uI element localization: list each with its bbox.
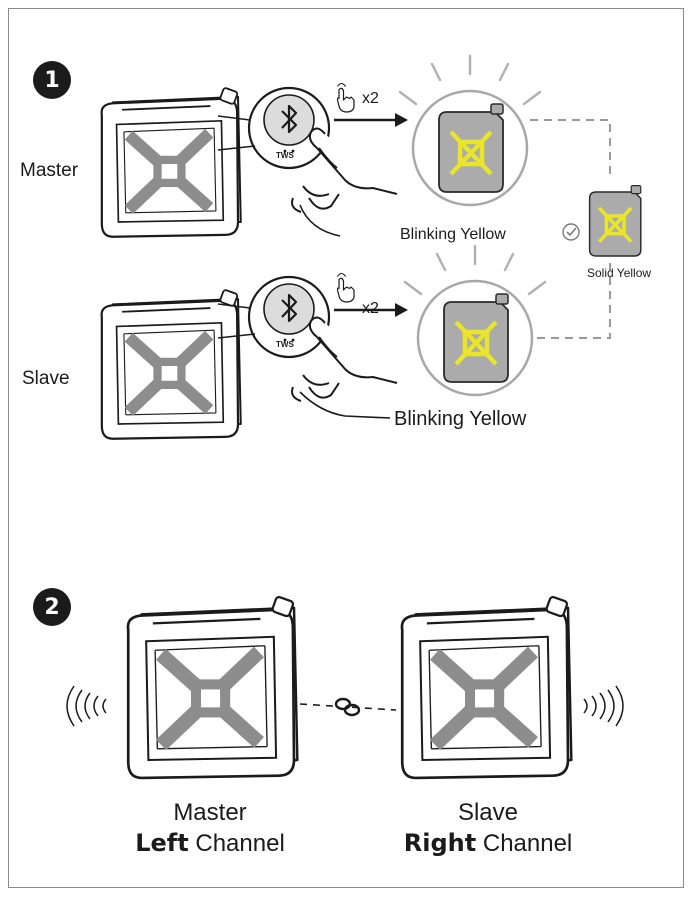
slave-led-blinking bbox=[403, 244, 547, 397]
manual-frame bbox=[8, 8, 684, 888]
slave-callout-line bbox=[299, 391, 391, 419]
left-speaker-role: Master Left Channel bbox=[110, 798, 310, 859]
check-icon bbox=[562, 223, 580, 241]
master-press-count: x2 bbox=[362, 90, 379, 107]
slave-bluetooth-button bbox=[217, 275, 399, 403]
master-led-blinking bbox=[398, 54, 542, 207]
tws-link-icon bbox=[299, 697, 397, 717]
left-channel-bold: Left bbox=[135, 829, 189, 857]
master-tws-label: TWS bbox=[276, 151, 294, 160]
solid-status-label: Solid Yellow bbox=[587, 266, 652, 280]
master-callout-line bbox=[299, 204, 341, 237]
slave-status-label: Blinking Yellow bbox=[394, 408, 527, 430]
right-sound-waves-icon bbox=[583, 685, 624, 727]
slave-double-press-icon bbox=[336, 272, 355, 303]
solid-yellow-speaker bbox=[587, 183, 643, 258]
step-1-number: 1 bbox=[44, 68, 60, 93]
right-channel-bold: Right bbox=[403, 829, 477, 857]
slave-label: Slave bbox=[22, 368, 70, 389]
slave-speaker-illustration bbox=[102, 289, 241, 438]
right-channel-text: Channel bbox=[476, 830, 573, 857]
master-double-press-icon bbox=[336, 82, 355, 113]
right-speaker-illustration bbox=[402, 596, 571, 778]
slave-arrow bbox=[334, 303, 408, 317]
step-2-number: 2 bbox=[44, 595, 60, 620]
master-label: Master bbox=[20, 160, 79, 181]
master-status-label: Blinking Yellow bbox=[400, 226, 506, 243]
left-sound-waves-icon bbox=[66, 685, 107, 727]
master-bluetooth-button bbox=[217, 86, 399, 214]
slave-press-count: x2 bbox=[362, 300, 379, 317]
step-1-badge bbox=[33, 61, 71, 99]
right-speaker-role: Slave Right Channel bbox=[388, 798, 588, 859]
left-channel-text: Channel bbox=[188, 830, 285, 857]
master-title: Master bbox=[173, 799, 247, 826]
master-arrow bbox=[334, 113, 408, 127]
pairing-dashed-connector bbox=[530, 119, 611, 339]
left-speaker-illustration bbox=[128, 596, 297, 778]
master-speaker-illustration bbox=[102, 87, 241, 236]
left-channel-line: Left Channel bbox=[110, 828, 310, 859]
right-channel-line: Right Channel bbox=[388, 828, 588, 859]
slave-title: Slave bbox=[457, 799, 519, 826]
slave-tws-label: TWS bbox=[276, 340, 294, 349]
step-2-badge bbox=[33, 588, 71, 626]
